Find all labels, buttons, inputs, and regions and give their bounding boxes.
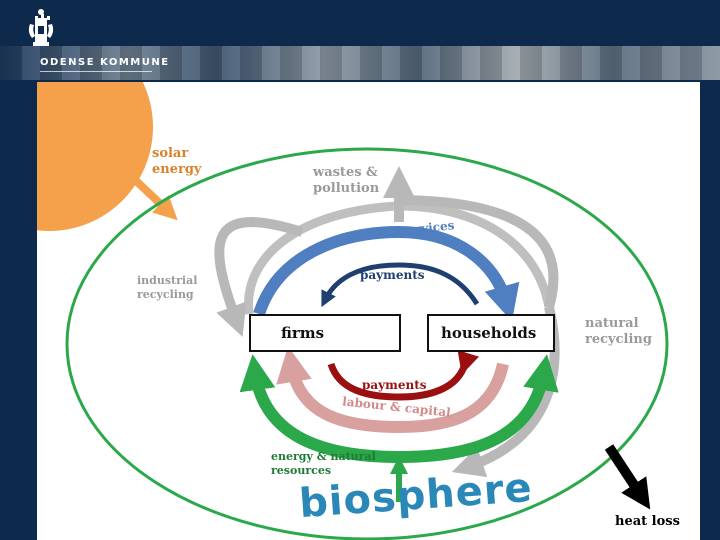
labour-capital-arrow xyxy=(276,346,509,434)
heat-loss-label: heat loss xyxy=(615,514,680,529)
biosphere-boundary xyxy=(65,147,669,540)
payments-bottom-arrow xyxy=(327,349,480,401)
industrial-recycling-arrow xyxy=(214,217,304,337)
header-bar: ODENSE KOMMUNE xyxy=(0,0,720,80)
payments-top-label: payments xyxy=(360,268,425,282)
payments-bottom-label: payments xyxy=(362,378,427,392)
sun-shape xyxy=(37,82,153,231)
households-box: households xyxy=(427,314,555,352)
firms-box: firms xyxy=(249,314,401,352)
firms-label: firms xyxy=(281,324,325,342)
solar-energy-label: solar energy xyxy=(152,146,202,178)
header-photo-strip xyxy=(0,46,720,80)
heat-loss-arrow xyxy=(604,444,651,510)
energy-resources-label: energy & natural resources xyxy=(271,450,376,477)
diagram-canvas: solar energy wastes & pollution goods & … xyxy=(37,82,700,540)
industrial-recycling-label: industrial recycling xyxy=(137,274,198,301)
payments-top-arrow xyxy=(321,262,480,308)
odense-coat-of-arms-icon xyxy=(28,9,54,46)
energy-resources-arrow xyxy=(239,354,400,463)
households-label: households xyxy=(441,324,537,342)
wastes-pollution-label: wastes & pollution xyxy=(313,165,380,197)
goods-services-arrow xyxy=(253,225,520,322)
brand-underline xyxy=(40,71,152,72)
solar-energy-arrow xyxy=(129,174,178,221)
brand-name: ODENSE KOMMUNE xyxy=(40,57,170,68)
natural-recycling-label: natural recycling xyxy=(585,316,652,348)
